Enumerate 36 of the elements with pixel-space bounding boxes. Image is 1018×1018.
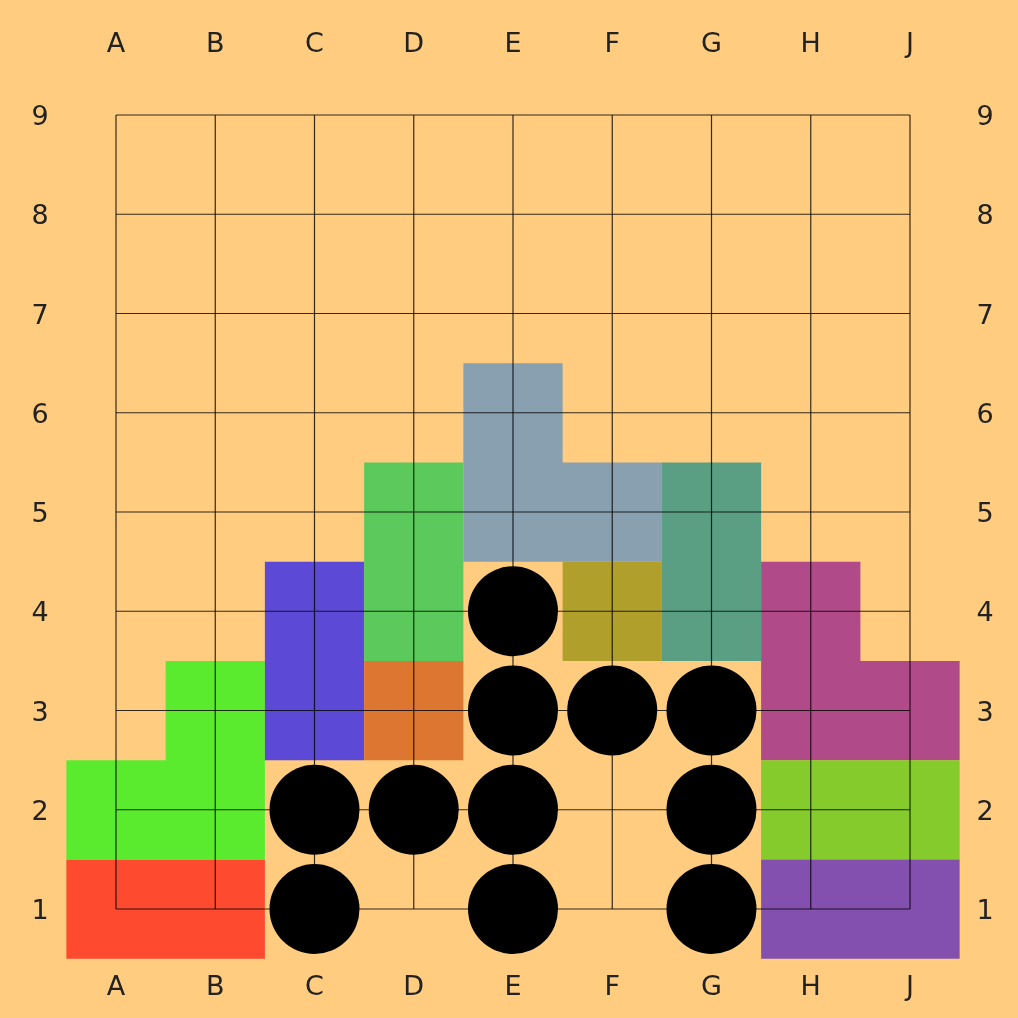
column-label: D — [403, 28, 425, 56]
row-label: 7 — [31, 300, 49, 327]
column-label: E — [504, 971, 522, 999]
row-label: 6 — [976, 399, 994, 427]
column-label: A — [106, 28, 126, 56]
row-label: 5 — [976, 498, 994, 526]
row-label: 3 — [976, 697, 994, 724]
column-label: B — [206, 971, 225, 999]
row-label: 6 — [31, 399, 49, 427]
column-label: J — [906, 28, 914, 56]
row-label: 9 — [31, 101, 49, 129]
row-label: 8 — [976, 200, 994, 228]
row-label: 3 — [31, 697, 49, 724]
column-label: J — [906, 971, 914, 999]
column-label: F — [604, 971, 620, 999]
row-label: 1 — [976, 895, 994, 923]
row-label: 1 — [31, 895, 49, 923]
column-label: H — [800, 28, 821, 56]
column-label: A — [106, 971, 126, 999]
column-label: E — [504, 28, 522, 56]
row-label: 7 — [976, 300, 994, 327]
row-label: 4 — [31, 597, 49, 625]
row-label: 9 — [976, 101, 994, 129]
row-label: 8 — [31, 200, 49, 228]
column-label: H — [800, 971, 821, 999]
column-label: G — [701, 28, 722, 56]
row-label: 2 — [976, 796, 994, 824]
column-label: F — [604, 28, 620, 56]
row-label: 5 — [31, 498, 49, 526]
row-label: 4 — [976, 597, 994, 625]
column-label: B — [206, 28, 225, 56]
column-label: C — [305, 28, 324, 56]
column-label: C — [305, 971, 324, 999]
column-label: G — [701, 971, 722, 999]
row-label: 2 — [31, 796, 49, 824]
column-label: D — [403, 971, 425, 999]
